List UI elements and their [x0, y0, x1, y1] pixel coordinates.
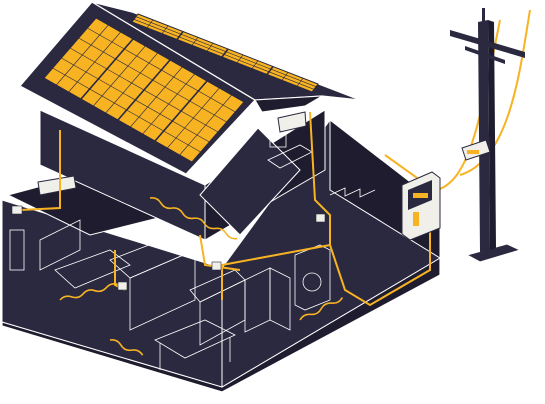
air-conditioner-icon	[37, 111, 307, 196]
solar-panel-icon	[43, 17, 245, 163]
underfloor-heating	[59, 197, 344, 356]
solar-panel-icon	[131, 13, 319, 93]
utility-pole-icon	[450, 8, 525, 263]
upper-floor	[39, 109, 326, 241]
interior-details	[9, 124, 376, 370]
electric-meter-icon	[401, 171, 441, 241]
outlets	[11, 205, 326, 291]
